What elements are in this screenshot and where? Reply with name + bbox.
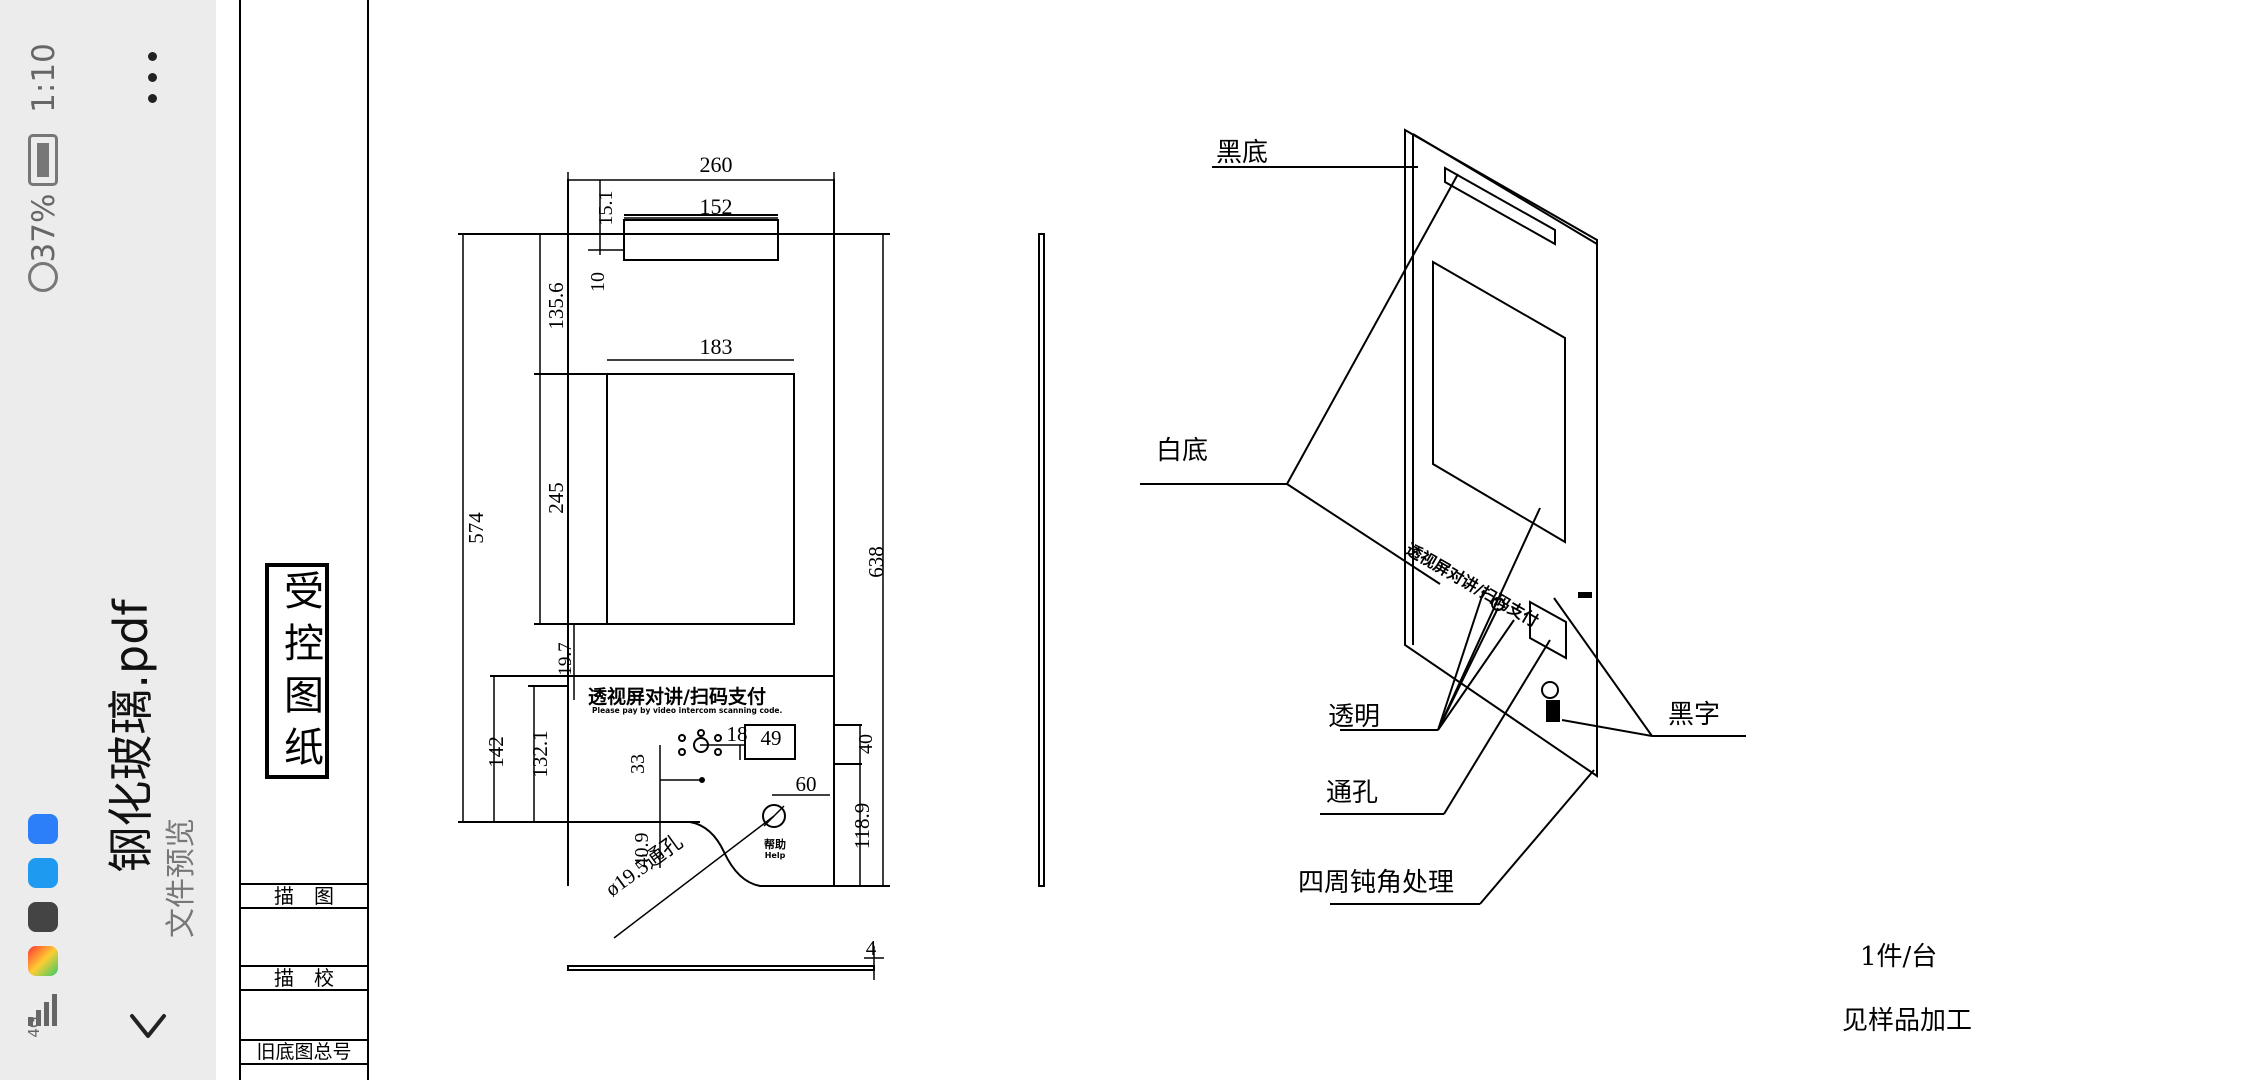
dim-152: 152	[699, 194, 733, 219]
label-transparent: 透明	[1328, 702, 1381, 732]
technical-drawing	[239, 0, 1746, 1080]
document-subtitle: 文件预览	[164, 818, 199, 938]
label-through-hole: 通孔	[1326, 778, 1379, 808]
dim-18: 18	[726, 722, 748, 746]
notification-app-icon-2	[28, 858, 58, 888]
note-process: 见样品加工	[1842, 1006, 1973, 1036]
dim-10: 10	[587, 272, 609, 292]
dim-4: 4	[865, 936, 877, 960]
dim-132-1: 132.1	[528, 730, 552, 778]
chevron-down-icon	[130, 1014, 166, 1038]
app-side-rail: 1:10 37% 4G 钢化玻璃.pdf 文件预览	[0, 0, 216, 1080]
front-help-english: Help	[764, 851, 786, 860]
stamp-char-1: 受	[284, 569, 324, 615]
dim-638: 638	[864, 546, 888, 578]
front-panel-title: 透视屏对讲/扫码支付	[588, 686, 766, 708]
status-time: 1:10	[26, 43, 62, 113]
battery-icon	[28, 134, 58, 186]
dim-49: 49	[760, 726, 782, 750]
title-row-old-number: 旧底图总号	[256, 1041, 352, 1063]
iso-help-mark	[1546, 700, 1560, 722]
dim-260: 260	[699, 152, 733, 177]
title-row-check: 描 校	[274, 966, 334, 990]
stamp-char-3: 图	[284, 673, 324, 719]
title-row-draw: 描 图	[274, 884, 334, 908]
notification-app-icon-1	[28, 814, 58, 844]
notification-app-icon-3	[28, 902, 58, 932]
back-button[interactable]	[124, 1002, 172, 1050]
label-white-background: 白底	[1156, 436, 1209, 466]
stamp-char-4: 纸	[284, 725, 324, 771]
dim-33: 33	[627, 754, 649, 774]
more-menu-button[interactable]	[140, 50, 164, 106]
label-black-background: 黑底	[1216, 138, 1269, 168]
alarm-icon	[28, 262, 58, 292]
dim-183: 183	[699, 334, 733, 359]
network-type: 4G	[25, 1016, 43, 1038]
dim-15-1: 15.1	[595, 190, 617, 226]
front-help-label: 帮助	[764, 838, 786, 851]
dim-60: 60	[795, 772, 817, 796]
signal-icon	[26, 990, 60, 1026]
label-black-text: 黑字	[1668, 700, 1721, 730]
dim-135-6: 135.6	[544, 282, 568, 330]
pdf-page: 受 控 图 纸 描 图 描 校 旧底图总号 260 152 183 18 49 …	[216, 0, 2244, 1080]
dim-118-9: 118.9	[850, 802, 874, 850]
notification-app-icon-4	[28, 946, 58, 976]
label-blunt-edges: 四周钝角处理	[1298, 868, 1455, 898]
dim-574: 574	[464, 512, 488, 544]
front-panel-english: Please pay by video intercom scanning co…	[592, 706, 783, 715]
iso-black-mark	[1578, 592, 1592, 598]
note-quantity: 1件/台	[1860, 942, 1938, 972]
stamp-char-2: 控	[284, 621, 324, 667]
document-title: 钢化玻璃.pdf	[104, 599, 158, 873]
dim-142: 142	[484, 736, 508, 768]
dim-245: 245	[544, 482, 568, 514]
dim-40: 40	[855, 734, 877, 754]
dim-19-7: 19.7	[555, 642, 576, 676]
